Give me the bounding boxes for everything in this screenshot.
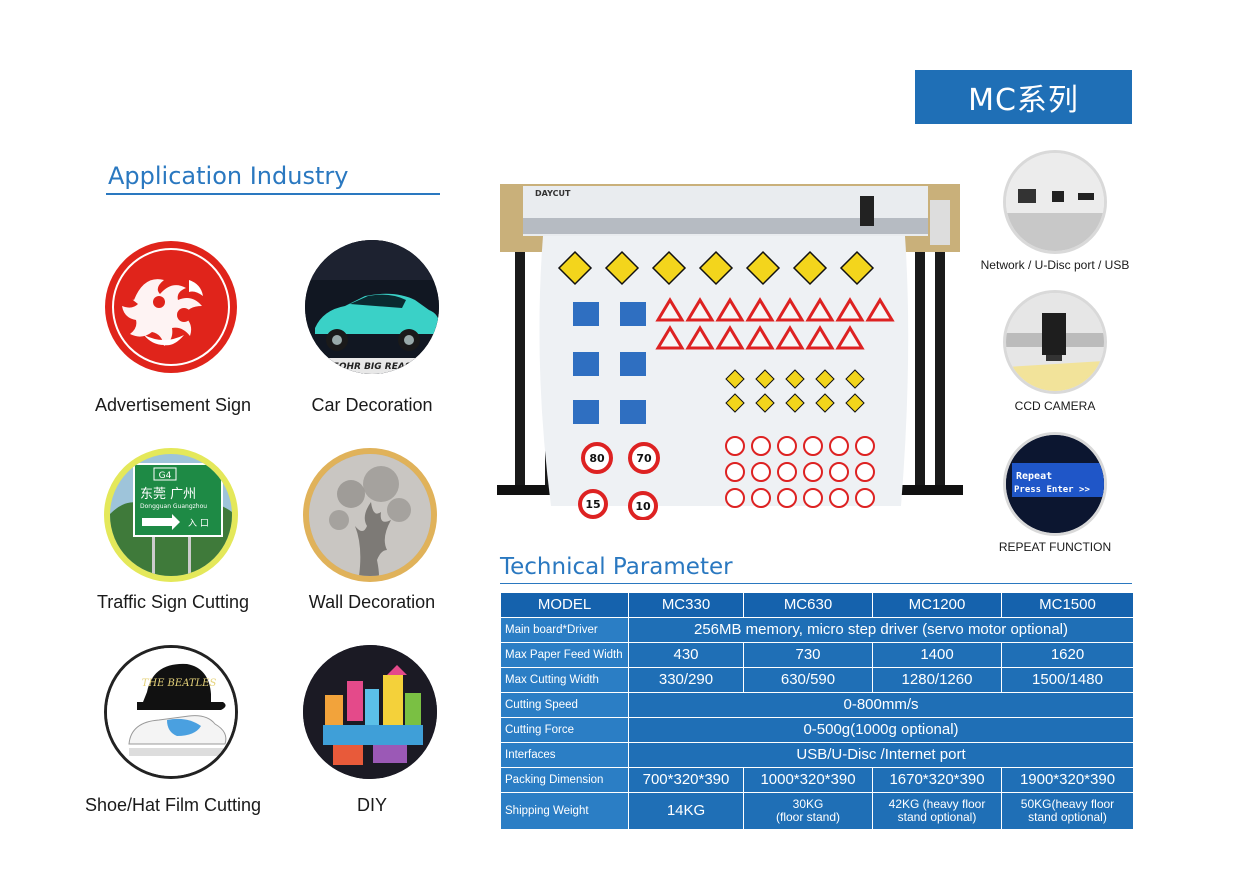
application-underline	[106, 193, 440, 195]
repeat-function-image: Repeat Press Enter >>	[1003, 432, 1107, 536]
cell-value: 1400	[872, 642, 1002, 668]
speed-sign-1: 80	[589, 452, 605, 465]
cell-value: 330/290	[628, 667, 744, 693]
shoe-hat-label: Shoe/Hat Film Cutting	[84, 795, 262, 815]
repeat-function-label: REPEAT FUNCTION	[998, 540, 1112, 554]
hat-text: THE BEATLES	[142, 678, 217, 689]
speed-sign-2: 70	[636, 452, 652, 465]
screen-line-1: Repeat	[1016, 471, 1052, 482]
table-row: Cutting Speed 0-800mm/s	[500, 692, 1134, 718]
table-row: Cutting Force 0-500g(1000g optional)	[500, 717, 1134, 743]
row-label: Packing Dimension	[500, 767, 629, 793]
table-row: Max Cutting Width 330/290 630/590 1280/1…	[500, 667, 1134, 693]
header-mc1200: MC1200	[872, 592, 1002, 618]
advertisement-sign-image	[104, 240, 238, 374]
cell-value: 730	[743, 642, 873, 668]
car-decoration-image: FOHR BIG REAS	[305, 240, 439, 374]
header-model: MODEL	[500, 592, 629, 618]
cell-value: 430	[628, 642, 744, 668]
spec-table: MODEL MC330 MC630 MC1200 MC1500 Main boa…	[500, 592, 1134, 830]
diy-label: DIY	[356, 795, 387, 815]
spec-header-row: MODEL MC330 MC630 MC1200 MC1500	[500, 592, 1134, 618]
wall-decoration-label: Wall Decoration	[308, 592, 436, 612]
car-image-caption: FOHR BIG REAS	[333, 362, 412, 372]
cell-value: 14KG	[628, 792, 744, 830]
row-label: Main board*Driver	[500, 617, 629, 643]
application-title: Application Industry	[108, 162, 349, 190]
cell-value: 1280/1260	[872, 667, 1002, 693]
cell-value: 1670*320*390	[872, 767, 1002, 793]
speed-sign-4: 10	[635, 500, 651, 513]
traffic-sign-image: G4 东莞 广州 Dongguan Guangzhou 入 口	[104, 448, 238, 582]
ccd-camera-label: CCD CAMERA	[1014, 399, 1096, 413]
speed-sign-3: 15	[585, 498, 600, 511]
series-title: MC系列	[968, 83, 1079, 118]
wall-decoration-image	[303, 448, 437, 582]
row-span-value: USB/U-Disc /Internet port	[628, 742, 1134, 768]
sign-cn-text: 东莞 广州	[140, 487, 196, 502]
header-mc1500: MC1500	[1001, 592, 1134, 618]
table-row: Shipping Weight 14KG 30KG (floor stand) …	[500, 792, 1134, 830]
cell-value: 700*320*390	[628, 767, 744, 793]
series-banner: MC系列	[915, 70, 1132, 124]
ccd-camera-image	[1003, 290, 1107, 394]
car-decoration-label: Car Decoration	[311, 395, 433, 415]
row-span-value: 256MB memory, micro step driver (servo m…	[628, 617, 1134, 643]
screen-line-2: Press Enter >>	[1014, 485, 1090, 495]
diy-image	[303, 645, 437, 779]
row-label: Max Paper Feed Width	[500, 642, 629, 668]
network-usb-label: Network / U-Disc port / USB	[980, 258, 1130, 272]
cell-value: 630/590	[743, 667, 873, 693]
advertisement-sign-label: Advertisement Sign	[94, 395, 252, 415]
cell-value: 30KG (floor stand)	[743, 792, 873, 830]
route-number: G4	[159, 471, 172, 481]
row-span-value: 0-800mm/s	[628, 692, 1134, 718]
table-row: Interfaces USB/U-Disc /Internet port	[500, 742, 1134, 768]
machine-brand: DAYCUT	[535, 189, 571, 198]
row-label: Interfaces	[500, 742, 629, 768]
cell-value: 1500/1480	[1001, 667, 1134, 693]
row-label: Shipping Weight	[500, 792, 629, 830]
technical-underline	[500, 583, 1132, 584]
cell-value: 1900*320*390	[1001, 767, 1134, 793]
cutting-plotter-image: DAYCUT	[495, 180, 965, 521]
cell-value: 42KG (heavy floor stand optional)	[872, 792, 1002, 830]
row-label: Cutting Speed	[500, 692, 629, 718]
traffic-sign-label: Traffic Sign Cutting	[96, 592, 250, 612]
cell-value: 1000*320*390	[743, 767, 873, 793]
network-usb-image	[1003, 150, 1107, 254]
cell-value: 1620	[1001, 642, 1134, 668]
row-span-value: 0-500g(1000g optional)	[628, 717, 1134, 743]
sign-exit-text: 入 口	[188, 518, 209, 529]
table-row: Main board*Driver 256MB memory, micro st…	[500, 617, 1134, 643]
shoe-hat-image: THE BEATLES	[104, 645, 238, 779]
table-row: Max Paper Feed Width 430 730 1400 1620	[500, 642, 1134, 668]
sign-en-text: Dongguan Guangzhou	[140, 503, 207, 510]
table-row: Packing Dimension 700*320*390 1000*320*3…	[500, 767, 1134, 793]
technical-title: Technical Parameter	[500, 554, 733, 580]
row-label: Cutting Force	[500, 717, 629, 743]
cell-value: 50KG(heavy floor stand optional)	[1001, 792, 1134, 830]
header-mc630: MC630	[743, 592, 873, 618]
header-mc330: MC330	[628, 592, 744, 618]
row-label: Max Cutting Width	[500, 667, 629, 693]
